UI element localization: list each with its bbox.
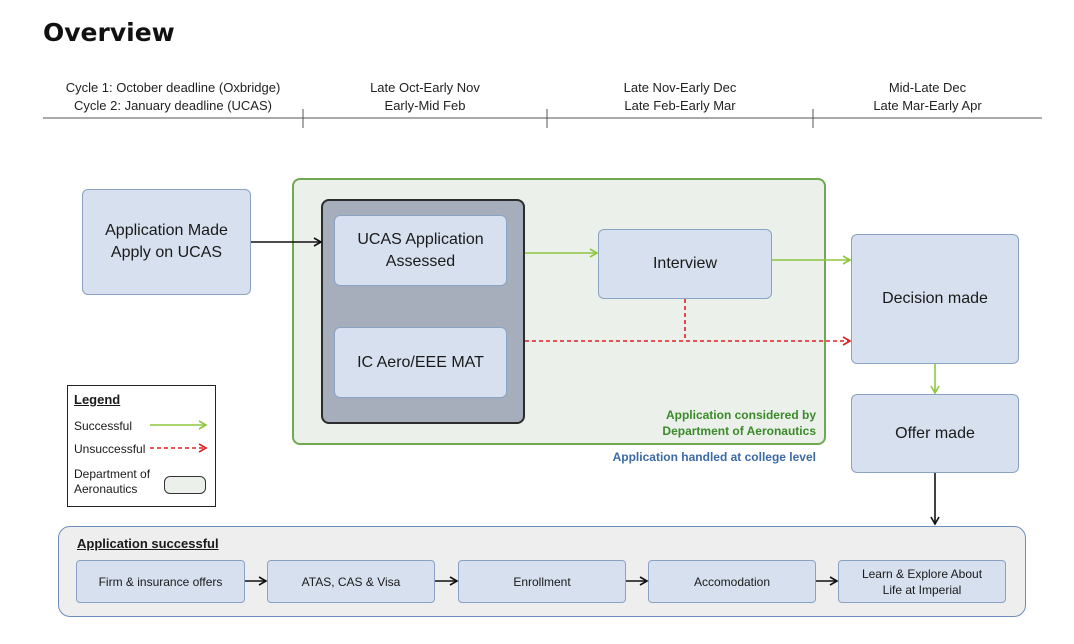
offer-made-node: Offer made xyxy=(851,394,1019,473)
timeline-stage-cycle: Cycle 1: October deadline (Oxbridge) Cyc… xyxy=(43,79,303,115)
step-label: Firm & insurance offers xyxy=(98,574,223,589)
application-made-node: Application Made Apply on UCAS xyxy=(82,189,251,295)
timeline-stage-2: Late Oct-Early Nov Early-Mid Feb xyxy=(303,79,547,115)
ucas-assessed-node: UCAS Application Assessed xyxy=(334,215,507,286)
node-label: Interview xyxy=(652,255,718,272)
timeline-stage-line: Late Nov-Early Dec xyxy=(623,80,737,95)
timeline-stage-line: Early-Mid Feb xyxy=(384,98,466,113)
page-title: Overview xyxy=(43,18,175,47)
timeline-stage-3: Late Nov-Early Dec Late Feb-Early Mar xyxy=(547,79,813,115)
mat-node: IC Aero/EEE MAT xyxy=(334,327,507,398)
timeline-stage-line: Cycle 1: October deadline (Oxbridge) xyxy=(65,80,281,95)
step-label: Learn & Explore About xyxy=(861,566,983,581)
interview-node: Interview xyxy=(598,229,772,299)
step-label: Accomodation xyxy=(693,574,771,589)
node-label: Assessed xyxy=(385,252,456,270)
legend-title: Legend xyxy=(74,392,121,407)
timeline-stage-line: Mid-Late Dec xyxy=(888,80,967,95)
node-label: Decision made xyxy=(882,290,988,307)
node-label: Apply on UCAS xyxy=(110,244,223,261)
timeline-stage-line: Late Oct-Early Nov xyxy=(370,80,480,95)
step-accomodation: Accomodation xyxy=(648,560,816,603)
node-label: Offer made xyxy=(895,424,975,442)
note-line: Application considered by xyxy=(665,408,816,422)
legend-successful-label: Successful xyxy=(74,419,133,433)
step-label: Enrollment xyxy=(513,574,571,589)
step-label: Life at Imperial xyxy=(882,582,962,597)
step-firm-insurance-offers: Firm & insurance offers xyxy=(76,560,245,603)
timeline-stage-line: Cycle 2: January deadline (UCAS) xyxy=(74,98,272,113)
legend-department-label: Department of Aeronautics xyxy=(74,467,150,497)
node-label: Application Made xyxy=(105,222,228,239)
panel-title: Application successful xyxy=(77,536,219,551)
decision-made-node: Decision made xyxy=(851,234,1019,364)
timeline-stage-4: Mid-Late Dec Late Mar-Early Apr xyxy=(813,79,1042,115)
step-atas-cas-visa: ATAS, CAS & Visa xyxy=(267,560,435,603)
step-enrollment: Enrollment xyxy=(458,560,626,603)
legend-unsuccessful-label: Unsuccessful xyxy=(74,442,146,456)
department-note: Application considered by Department of … xyxy=(560,407,816,439)
legend-department-swatch xyxy=(164,476,206,494)
note-line: Department of Aeronautics xyxy=(662,424,816,438)
timeline-stage-line: Late Feb-Early Mar xyxy=(624,98,736,113)
node-label: UCAS Application xyxy=(357,230,484,248)
legend-label-line: Aeronautics xyxy=(74,482,138,496)
college-note: Application handled at college level xyxy=(612,450,816,464)
step-label: ATAS, CAS & Visa xyxy=(301,574,401,589)
step-learn-explore: Learn & Explore About Life at Imperial xyxy=(838,560,1006,603)
node-label: IC Aero/EEE MAT xyxy=(357,353,484,371)
timeline-stage-line: Late Mar-Early Apr xyxy=(873,98,982,113)
legend-label-line: Department of xyxy=(74,467,151,481)
legend: Legend Successful Unsuccessful Departmen… xyxy=(67,385,216,507)
